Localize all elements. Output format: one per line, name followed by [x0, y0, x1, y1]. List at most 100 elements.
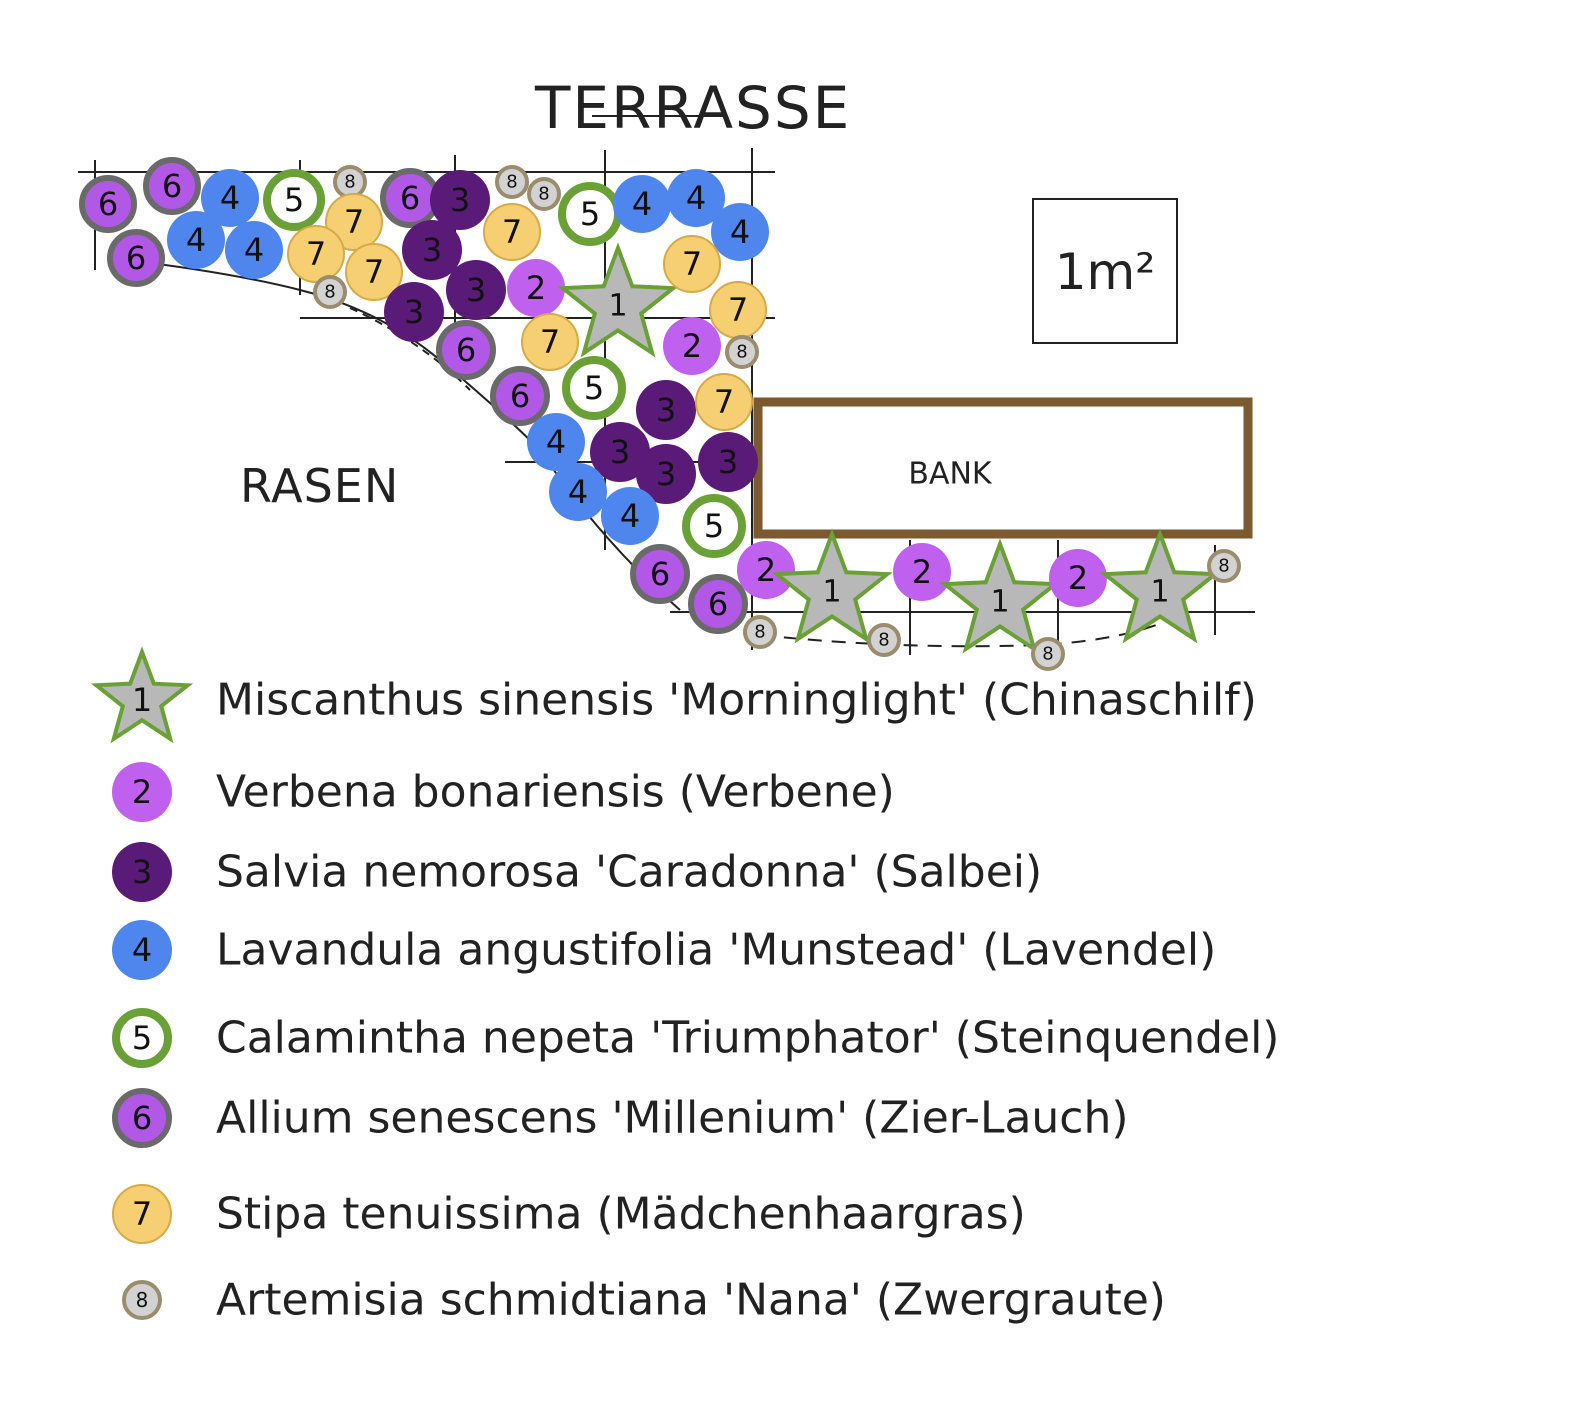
plant-number: 8: [736, 342, 747, 363]
plant-salvia: 3: [430, 170, 490, 230]
plant-number: 1: [1150, 575, 1169, 610]
plant-stipa-marker: [663, 235, 721, 293]
plant-number: 2: [912, 553, 932, 591]
plant-number: 8: [878, 630, 889, 651]
plant-lavandula: 4: [549, 463, 607, 521]
plant-salvia-marker: [636, 444, 696, 504]
plant-artemisia-marker: [725, 335, 759, 369]
plant-lavandula-marker: [201, 169, 259, 227]
plant-number: 4: [730, 213, 750, 251]
plant-number: 7: [728, 291, 748, 329]
plant-number: 6: [132, 1099, 152, 1137]
plant-salvia-marker: [698, 432, 758, 492]
legend-label: Allium senescens 'Millenium' (Zier-Lauch…: [216, 1093, 1129, 1144]
legend-label: Calamintha nepeta 'Triumphator' (Steinqu…: [216, 1013, 1279, 1064]
plant-calamintha-marker: [682, 494, 746, 558]
plant-number: 8: [754, 622, 765, 643]
plant-allium: 6: [107, 229, 165, 287]
plant-number: 4: [186, 221, 206, 259]
plant-number: 8: [324, 282, 335, 303]
plant-number: 4: [568, 473, 588, 511]
plant-salvia-marker: [430, 170, 490, 230]
plant-miscanthus-marker: [771, 528, 893, 644]
plant-number: 8: [344, 172, 355, 193]
plant-salvia-marker: [112, 842, 172, 902]
plant-calamintha: 5: [558, 182, 622, 246]
plant-number: 2: [682, 327, 702, 365]
plant-lavandula: 4: [112, 920, 172, 980]
plant-lavandula-marker: [613, 175, 671, 233]
plant-number: 3: [656, 455, 676, 493]
plant-verbena-marker: [1049, 549, 1107, 607]
plant-number: 8: [538, 184, 549, 205]
scale-label: 1m²: [1055, 243, 1156, 301]
plant-verbena: 2: [663, 317, 721, 375]
plant-salvia: 3: [636, 380, 696, 440]
plant-number: 2: [756, 551, 776, 589]
plant-allium: 6: [436, 320, 496, 380]
legend-label: Lavandula angustifolia 'Munstead' (Laven…: [216, 925, 1216, 976]
plant-allium: 6: [380, 168, 440, 228]
plant-number: 7: [714, 383, 734, 421]
plant-miscanthus: 1: [771, 528, 893, 644]
plant-stipa: 7: [325, 193, 383, 251]
plant-number: 4: [244, 231, 264, 269]
plant-number: 1: [822, 575, 841, 610]
rasen-label: RASEN: [240, 459, 399, 513]
plant-number: 5: [584, 369, 604, 407]
plant-stipa-marker: [287, 225, 345, 283]
plant-allium: 6: [79, 175, 137, 233]
plant-lavandula: 4: [613, 175, 671, 233]
plant-artemisia-marker: [1207, 549, 1241, 583]
legend-item-allium: 6 Allium senescens 'Millenium' (Zier-Lauc…: [112, 1088, 1129, 1148]
plant-miscanthus-marker: [557, 242, 679, 358]
plant-number: 4: [620, 497, 640, 535]
plant-number: 3: [466, 271, 486, 309]
plant-number: 7: [132, 1195, 152, 1233]
plant-verbena-marker: [737, 541, 795, 599]
plant-miscanthus-marker: [90, 646, 194, 744]
plant-number: 6: [98, 185, 118, 223]
plant-artemisia: 8: [867, 623, 901, 657]
plant-allium-marker: [112, 1088, 172, 1148]
plant-lavandula: 4: [601, 487, 659, 545]
plant-number: 5: [704, 507, 724, 545]
plant-lavandula-marker: [549, 463, 607, 521]
plant-verbena: 2: [1049, 549, 1107, 607]
plant-calamintha-marker: [112, 1008, 172, 1068]
plant-stipa: 7: [345, 243, 403, 301]
plant-stipa-marker: [345, 243, 403, 301]
bench: [753, 397, 1253, 539]
plant-calamintha-marker: [263, 169, 325, 231]
plant-salvia-marker: [636, 380, 696, 440]
plant-verbena: 2: [112, 762, 172, 822]
plant-lavandula: 4: [711, 203, 769, 261]
plant-stipa: 7: [112, 1184, 172, 1244]
plant-number: 4: [632, 185, 652, 223]
plant-stipa: 7: [287, 225, 345, 283]
plant-lavandula: 4: [527, 413, 585, 471]
plant-allium: 6: [143, 157, 201, 215]
plant-allium-marker: [490, 366, 550, 426]
plant-salvia: 3: [384, 282, 444, 342]
legend-item-lavandula: 4 Lavandula angustifolia 'Munstead' (Lave…: [112, 920, 1216, 980]
plant-salvia: 3: [698, 432, 758, 492]
plant-allium-marker: [107, 229, 165, 287]
plant-number: 6: [456, 331, 476, 369]
plant-miscanthus-marker: [939, 538, 1061, 654]
plant-salvia-marker: [590, 422, 650, 482]
plant-stipa-marker: [521, 313, 579, 371]
plant-allium: 6: [490, 366, 550, 426]
plant-allium-marker: [79, 175, 137, 233]
terrasse-label: TERRASSE: [534, 74, 851, 142]
plant-artemisia: 8: [495, 165, 529, 199]
plant-lavandula: 4: [167, 211, 225, 269]
plant-number: 5: [284, 181, 304, 219]
plant-number: 4: [686, 179, 706, 217]
plant-number: 6: [650, 555, 670, 593]
plant-miscanthus: 1: [1099, 528, 1221, 644]
